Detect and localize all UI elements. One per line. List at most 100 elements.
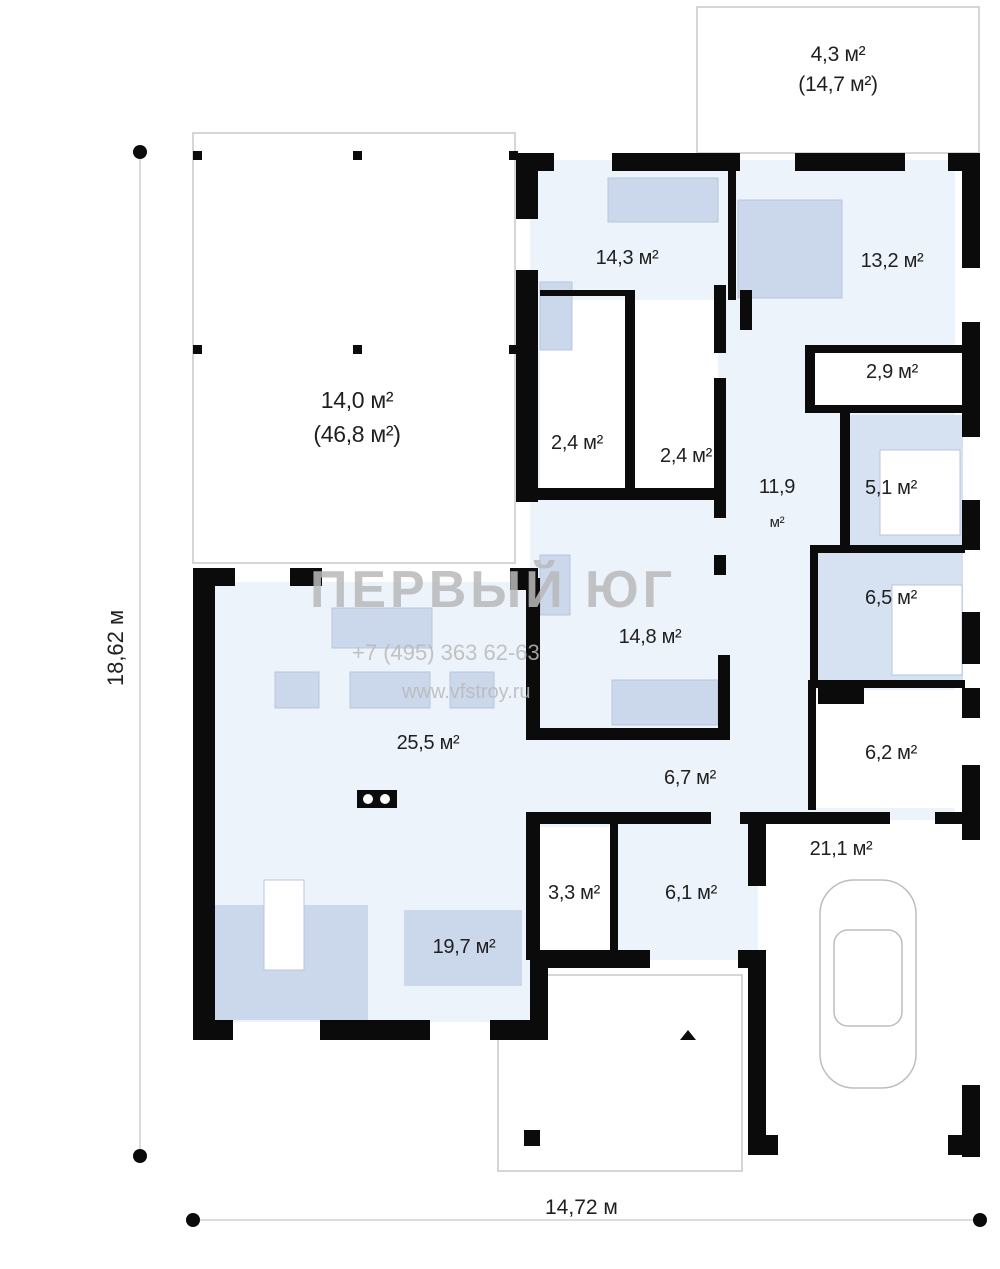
room-area: 14,0 м² (320, 387, 394, 413)
wall (526, 812, 540, 960)
wall (526, 812, 711, 824)
storage-floor (540, 827, 610, 953)
room-label-hall: 6,7 м² (664, 767, 716, 789)
wall (805, 405, 963, 413)
pillar (509, 345, 518, 354)
bed-1 (607, 177, 719, 223)
room-label-closet-2: 2,4 м² (660, 445, 712, 467)
wall (540, 290, 630, 296)
hob-ring (363, 794, 373, 804)
wall (740, 812, 890, 824)
wall (728, 160, 736, 300)
room-label-entrance: 6,1 м² (665, 882, 717, 904)
room-label-terrace-left: 14,0 м² (46,8 м²) (313, 383, 401, 451)
dimension-width: 14,72 м (545, 1196, 618, 1219)
car-roof (833, 929, 903, 1027)
sofa (331, 607, 433, 649)
wall (516, 153, 538, 219)
wall (962, 500, 980, 550)
pillar (353, 151, 362, 160)
wall (193, 568, 215, 1040)
pillar (353, 345, 362, 354)
watermark-phone: +7 (495) 363 62-63 (352, 640, 540, 665)
car-body (819, 879, 917, 1089)
wall (962, 612, 980, 664)
wall (526, 578, 540, 740)
utility-boiler (818, 686, 864, 704)
room-label-bedroom-2: 14,8 м² (618, 626, 682, 648)
pillar (193, 345, 202, 354)
wall (935, 812, 975, 824)
dining-table (263, 879, 305, 971)
wall (948, 1135, 980, 1155)
dimension-dot (133, 145, 147, 159)
room-label-kitchen: 19,7 м² (432, 936, 496, 958)
closet-master-floor (815, 348, 963, 408)
wall (748, 824, 766, 886)
wall (530, 488, 720, 500)
wall (714, 555, 726, 575)
room-label-bedroom-master: 13,2 м² (860, 250, 924, 272)
room-label-utility: 6,2 м² (865, 742, 917, 764)
bed-2-nightstand (539, 554, 571, 616)
kitchen-zone (404, 910, 522, 986)
wall (962, 688, 980, 718)
wall (810, 680, 965, 688)
room-label-terrace-top: 4,3 м² (14,7 м²) (798, 40, 878, 100)
pillar (524, 1130, 540, 1146)
furniture (263, 177, 963, 971)
room-total-area: (46,8 м²) (313, 421, 401, 447)
wall (714, 285, 726, 353)
dimension-height: 18,62 м (103, 609, 129, 687)
watermark-brand: ПЕРВЫЙ ЮГ (310, 561, 677, 619)
wall (810, 545, 965, 553)
hob-ring (380, 794, 390, 804)
wall (290, 568, 322, 586)
wall (516, 270, 538, 502)
wall (962, 153, 980, 268)
wall (740, 290, 752, 330)
room-label-closet-1: 2,4 м² (551, 432, 603, 454)
pillar (509, 151, 518, 160)
room-area: 4,3 м² (810, 43, 866, 66)
wall (193, 568, 235, 586)
wall (530, 950, 650, 968)
floors (208, 160, 965, 1147)
closet-2-floor (635, 300, 718, 488)
room-total-area: (14,7 м²) (798, 73, 878, 96)
room-area: 11,9 (758, 476, 796, 498)
hob (357, 686, 864, 808)
wall (805, 345, 815, 413)
armchair (274, 671, 320, 709)
wall (320, 1020, 430, 1040)
wall (625, 290, 635, 490)
entrance-arrow (680, 1030, 696, 1040)
wall (748, 1135, 778, 1155)
wall (714, 378, 726, 518)
pillars (193, 151, 540, 1146)
bathtub (879, 449, 961, 536)
wall (718, 655, 730, 740)
coffee-table (349, 671, 431, 709)
wall (795, 153, 905, 171)
room-label-living-room: 25,5 м² (396, 732, 460, 754)
room-label-bedroom-1: 14,3 м² (595, 247, 659, 269)
porch-outline (497, 974, 743, 1172)
room-label-hall-corridor: 11,9 м² (758, 469, 796, 541)
wall (193, 1020, 233, 1040)
dimension-dot (133, 1149, 147, 1163)
utility-floor (815, 690, 965, 808)
dimension-lines (133, 145, 987, 1227)
walls (193, 153, 980, 1157)
watermark-site: www.vfstroy.ru (402, 681, 531, 703)
wall (748, 950, 766, 1155)
pillar (193, 151, 202, 160)
room-label-garage: 21,1 м² (809, 838, 873, 860)
wall (526, 728, 730, 740)
wall (962, 765, 980, 810)
car-icon (819, 879, 917, 1089)
wall (612, 153, 740, 171)
wall (610, 824, 618, 952)
wall (840, 410, 850, 550)
